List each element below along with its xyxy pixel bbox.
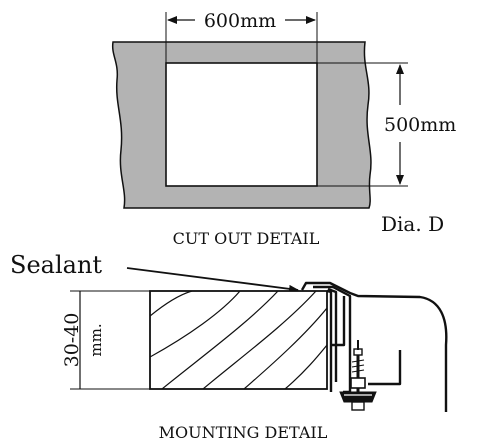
sink-rim-profile (300, 281, 448, 412)
fixing-clip (339, 340, 377, 411)
cut-out-opening (165, 62, 318, 187)
thickness-label: 30-40 (61, 313, 83, 368)
thickness-unit: mm. (87, 323, 105, 356)
worktop-section (149, 290, 328, 390)
cut-out-detail: 600mm 500mm CUT OUT DETAIL (111, 10, 456, 248)
cut-out-caption: CUT OUT DETAIL (173, 229, 320, 248)
width-label: 600mm (204, 10, 276, 32)
mounting-detail: Sealant 30-40 mm. (10, 251, 448, 442)
diagram-reference: Dia. D (381, 212, 444, 236)
mounting-caption: MOUNTING DETAIL (159, 423, 328, 442)
sealant-pointer-arrow (126, 267, 299, 293)
height-label: 500mm (384, 114, 456, 136)
sealant-label: Sealant (10, 251, 102, 279)
